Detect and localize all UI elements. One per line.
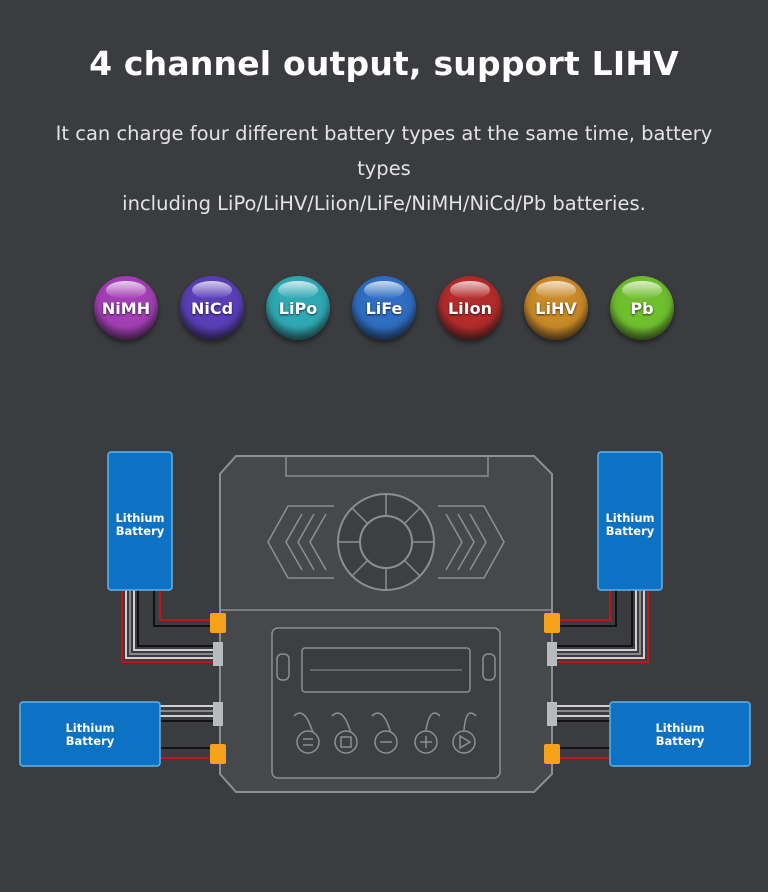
wires-top-left bbox=[121, 590, 215, 663]
badge-nicd: NiCd bbox=[180, 276, 244, 340]
battery-type-badges: NiMH NiCd LiPo LiFe LiIon LiHV Pb bbox=[0, 276, 768, 346]
ports bbox=[210, 613, 560, 764]
xt60-port-bottom-right bbox=[544, 744, 560, 764]
badge-liion: LiIon bbox=[438, 276, 502, 340]
subtitle-line-2: including LiPo/LiHV/Liion/LiFe/NiMH/NiCd… bbox=[122, 192, 646, 215]
minus-icon[interactable] bbox=[371, 712, 398, 754]
balance-port-top-left bbox=[213, 642, 223, 666]
battery-top-left bbox=[107, 451, 173, 591]
balance-port-bottom-left bbox=[213, 702, 223, 726]
page-subtitle: It can charge four different battery typ… bbox=[40, 116, 728, 221]
wires-bottom-right bbox=[555, 705, 610, 759]
balance-port-bottom-right bbox=[547, 702, 557, 726]
badge-life: LiFe bbox=[352, 276, 416, 340]
badge-lipo: LiPo bbox=[266, 276, 330, 340]
stop-icon[interactable] bbox=[331, 712, 358, 754]
control-buttons bbox=[293, 712, 477, 754]
badge-lihv: LiHV bbox=[524, 276, 588, 340]
charger-diagram bbox=[19, 451, 751, 793]
wires-bottom-left bbox=[160, 705, 215, 759]
charger-body bbox=[219, 455, 553, 793]
xt60-port-bottom-left bbox=[210, 744, 226, 764]
battery-bottom-left bbox=[19, 701, 161, 767]
xt60-port-top-left bbox=[210, 613, 226, 633]
badge-nimh: NiMH bbox=[94, 276, 158, 340]
balance-port-top-right bbox=[547, 642, 557, 666]
plus-icon[interactable] bbox=[414, 712, 441, 754]
battery-bottom-right bbox=[609, 701, 751, 767]
play-icon[interactable] bbox=[452, 712, 477, 754]
page-title: 4 channel output, support LIHV bbox=[89, 44, 679, 83]
battery-top-right bbox=[597, 451, 663, 591]
wires-top-right bbox=[555, 590, 649, 663]
subtitle-line-1: It can charge four different battery typ… bbox=[55, 122, 713, 180]
xt60-port-top-right bbox=[544, 613, 560, 633]
badge-pb: Pb bbox=[610, 276, 674, 340]
menu-icon[interactable] bbox=[293, 712, 320, 754]
